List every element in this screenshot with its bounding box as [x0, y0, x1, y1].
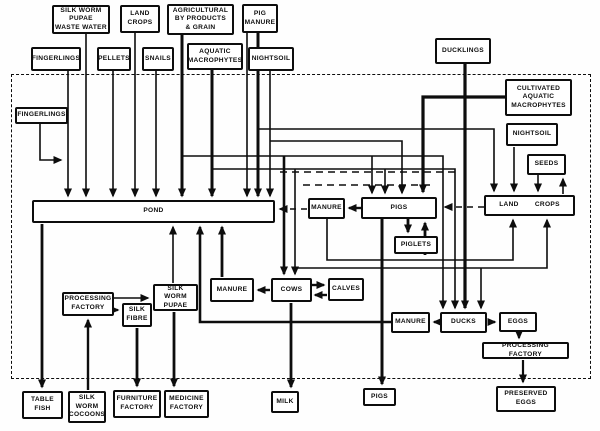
box-fingerlings-top: FINGERLINGS — [31, 47, 81, 71]
box-manure-pig: MANURE — [308, 198, 345, 219]
box-pond: POND — [32, 200, 275, 223]
box-ducklings: DUCKLINGS — [435, 38, 491, 64]
box-silk-fibre: SILK FIBRE — [122, 303, 152, 327]
box-processing-factory-silk: PROCESSING FACTORY — [62, 292, 114, 316]
box-manure-cow: MANURE — [210, 278, 254, 302]
box-furniture-factory: FURNITURE FACTORY — [113, 390, 161, 418]
box-preserved-eggs: PRESERVED EGGS — [496, 386, 556, 412]
box-milk: MILK — [271, 391, 299, 413]
box-fingerlings-inner: FINGERLINGS — [15, 107, 68, 124]
box-pellets: PELLETS — [97, 47, 131, 71]
box-nightsoil-right: NIGHTSOIL — [506, 123, 558, 146]
box-piglets: PIGLETS — [394, 236, 438, 254]
box-cultivated-aquatic-macrophytes: CULTIVATED AQUATIC MACROPHYTES — [505, 79, 572, 116]
box-table-fish: TABLE FISH — [22, 391, 63, 419]
box-processing-factory-eggs: PROCESSING FACTORY — [482, 342, 569, 359]
box-medicine-factory: MEDICINE FACTORY — [164, 390, 209, 418]
box-ducks: DUCKS — [440, 312, 487, 333]
box-seeds: SEEDS — [527, 154, 566, 175]
box-snails: SNAILS — [142, 47, 174, 71]
box-aquatic-macrophytes: AQUATIC MACROPHYTES — [187, 43, 243, 70]
box-silk-worm-cocoons: SILK WORM COCOONS — [68, 391, 106, 423]
box-land-crops-field: LAND CROPS — [484, 195, 575, 216]
box-nightsoil-top: NIGHTSOIL — [248, 47, 294, 71]
box-eggs: EGGS — [499, 312, 537, 332]
box-pigs: PIGS — [361, 197, 437, 219]
box-calves: CALVES — [328, 278, 364, 301]
box-cows: COWS — [271, 278, 312, 302]
box-land-crops-input: LAND CROPS — [120, 5, 160, 33]
box-silk-worm-pupae-waste-water: SILK WORM PUPAE WASTE WATER — [52, 5, 110, 34]
system-boundary-dashed-border — [11, 74, 591, 379]
box-silk-worm-pupae: SILK WORM PUPAE — [153, 284, 198, 311]
box-manure-duck: MANURE — [391, 312, 430, 333]
box-agricultural-by-products: AGRICULTURAL BY PRODUCTS & GRAIN — [167, 4, 234, 35]
box-pigs-product: PIGS — [363, 388, 396, 406]
box-pig-manure: PIG MANURE — [242, 4, 278, 33]
